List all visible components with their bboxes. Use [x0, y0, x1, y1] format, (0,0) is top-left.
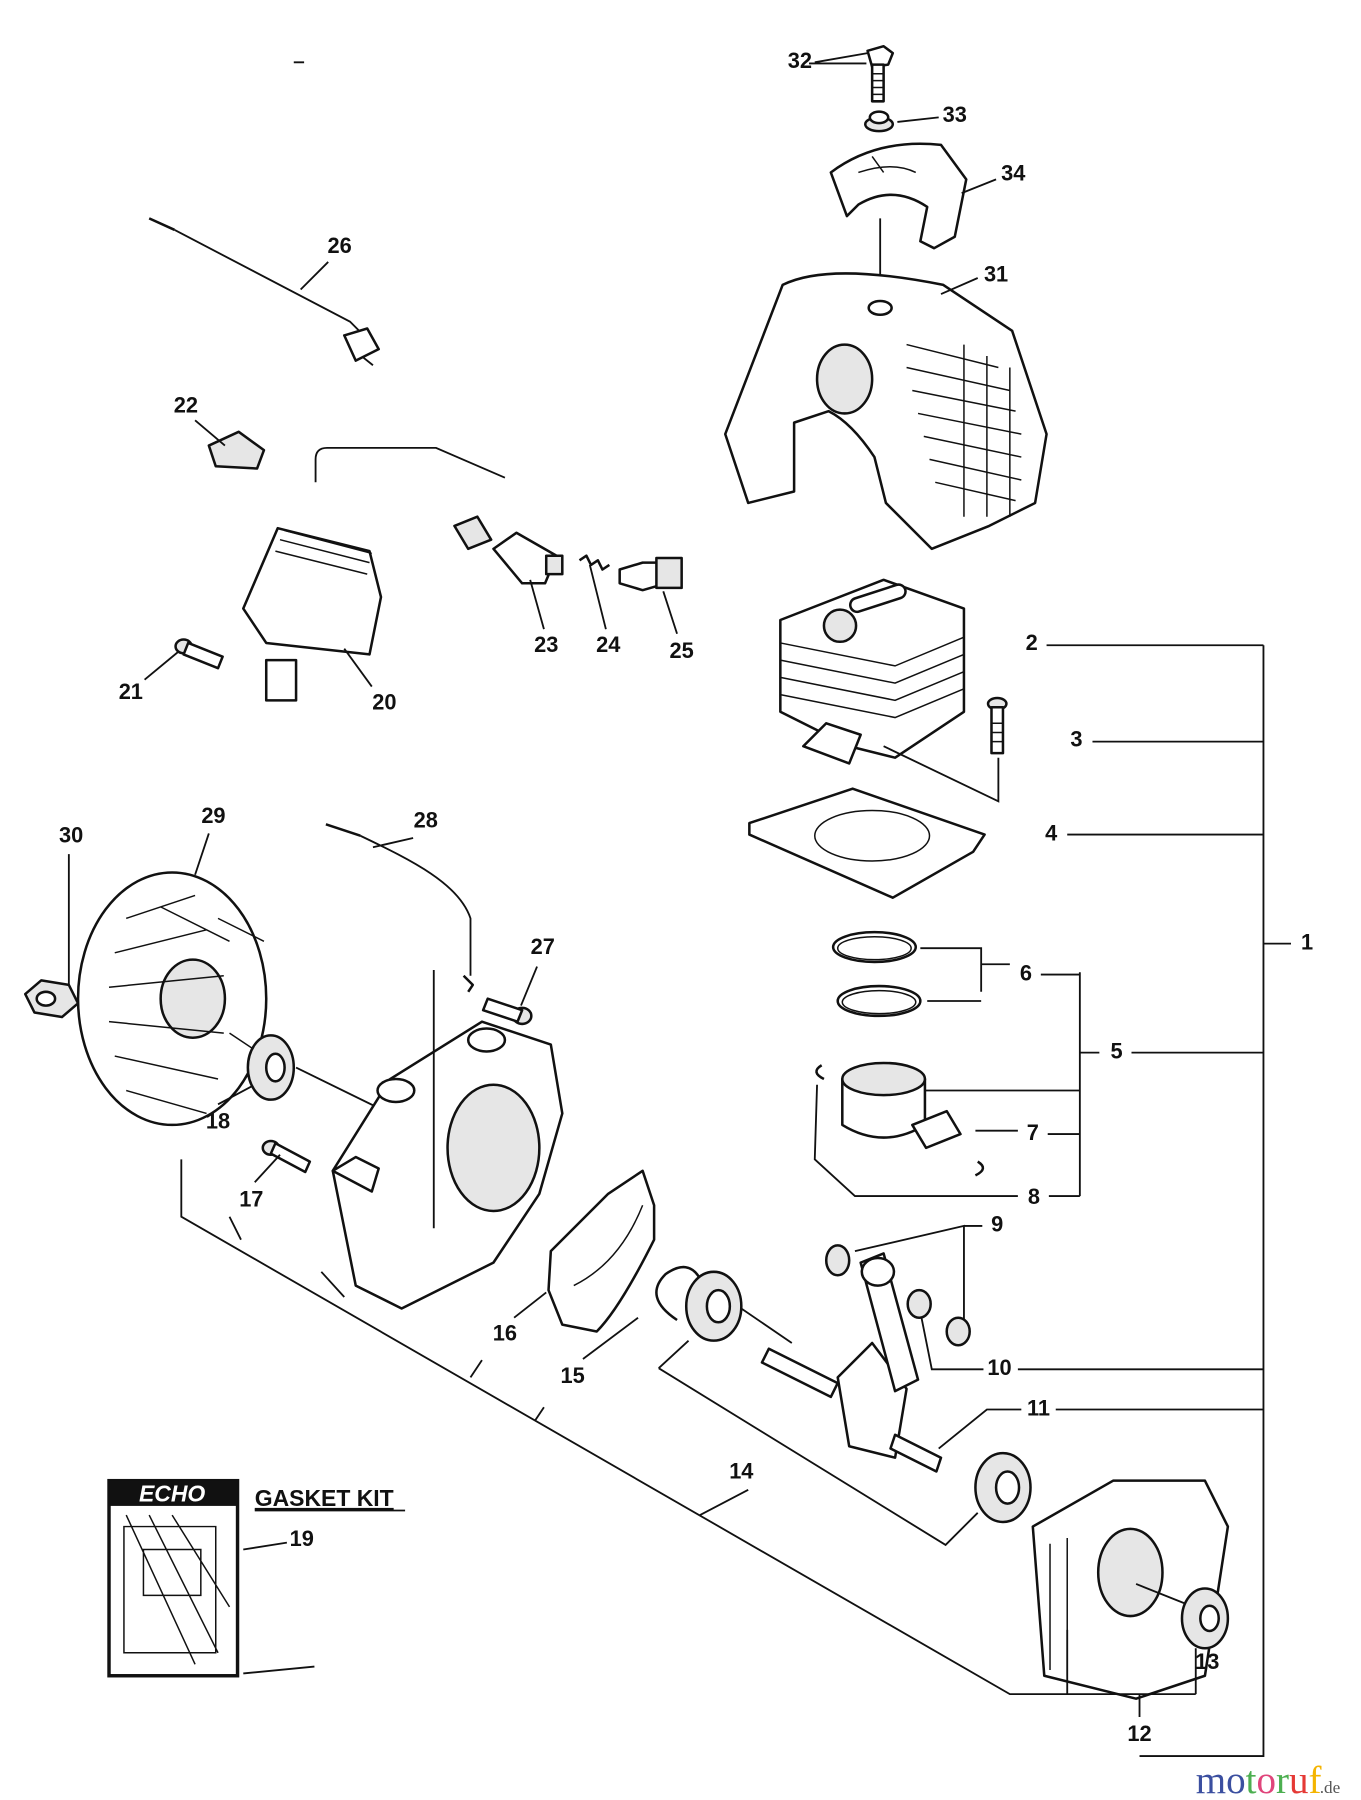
watermark-letter: o	[1226, 1759, 1246, 1800]
watermark-text: motoruf	[1196, 1759, 1322, 1800]
label-19: 19	[290, 1526, 314, 1551]
bolt-32	[866, 44, 895, 103]
spark-plug-25	[618, 556, 683, 592]
screw-27	[481, 997, 533, 1026]
spark-plug-cap-23	[492, 531, 564, 585]
label-5: 5	[1111, 1038, 1123, 1063]
label-17: 17	[239, 1186, 263, 1211]
label-28: 28	[414, 808, 438, 833]
label-33: 33	[943, 102, 967, 127]
label-31: 31	[984, 261, 1008, 286]
piston-7	[841, 1061, 962, 1150]
washer-9b	[945, 1316, 971, 1347]
circlip-15	[655, 1265, 702, 1322]
label-14: 14	[729, 1458, 753, 1483]
label-24: 24	[596, 632, 620, 657]
bolt-3	[986, 696, 1008, 755]
label-7: 7	[1027, 1120, 1039, 1145]
label-13: 13	[1195, 1649, 1219, 1674]
watermark-letter: r	[1276, 1759, 1289, 1800]
watermark-letter: m	[1196, 1759, 1226, 1800]
gasket-kit-title: GASKET KIT	[255, 1485, 394, 1511]
piston-ring-6b	[836, 984, 922, 1018]
watermark-letter: t	[1246, 1759, 1257, 1800]
label-30: 30	[59, 823, 83, 848]
sensor-wire-26	[148, 217, 380, 366]
grommet-22	[207, 430, 266, 470]
label-32: 32	[788, 48, 812, 73]
label-16: 16	[493, 1321, 517, 1346]
leader-lines	[67, 52, 1291, 1757]
bearing-14a	[684, 1270, 743, 1342]
label-18: 18	[206, 1108, 230, 1133]
label-11: 11	[1027, 1395, 1050, 1420]
ignition-coil-20	[242, 446, 506, 702]
watermark-suffix: .de	[1320, 1778, 1341, 1797]
flywheel-29	[76, 871, 268, 1127]
circlip-8b	[974, 1160, 985, 1177]
gasket-kit-19: ECHO GASKET KIT	[107, 1478, 406, 1678]
washer-33	[863, 110, 895, 133]
watermark-letter: f	[1308, 1759, 1321, 1800]
part-labels: 32 33 34 31 26 22 23 24 25 21 20 2 3 4 1…	[59, 48, 1313, 1746]
label-29: 29	[201, 803, 225, 828]
engine-cover-31	[723, 272, 1048, 551]
seal-13	[1180, 1587, 1230, 1650]
label-3: 3	[1070, 726, 1082, 751]
label-12: 12	[1127, 1721, 1151, 1746]
label-21: 21	[119, 679, 143, 704]
bearing-14b	[974, 1451, 1032, 1524]
label-26: 26	[328, 233, 352, 258]
circlip-8a	[815, 1064, 825, 1081]
gasket-16	[547, 1169, 656, 1333]
crankshaft-11	[760, 1252, 943, 1473]
label-4: 4	[1045, 820, 1057, 845]
crankcase-left	[331, 1020, 564, 1310]
seal-18	[246, 1034, 296, 1101]
screw-17	[261, 1139, 312, 1174]
watermark-letter: o	[1256, 1759, 1276, 1800]
piston-ring-6a	[831, 930, 918, 964]
label-1: 1	[1301, 929, 1313, 954]
spring-24	[578, 554, 611, 571]
needle-bearing-10	[906, 1288, 932, 1319]
label-25: 25	[670, 638, 694, 663]
label-22: 22	[174, 392, 198, 417]
label-34: 34	[1001, 161, 1025, 186]
washer-9a	[824, 1244, 851, 1277]
screw-21	[174, 638, 224, 670]
echo-logo: ECHO	[139, 1480, 205, 1506]
wire-28	[325, 823, 475, 993]
label-6: 6	[1020, 960, 1032, 985]
cover-cap-34	[829, 142, 968, 250]
label-20: 20	[372, 690, 396, 715]
label-15: 15	[561, 1363, 585, 1388]
label-23: 23	[534, 632, 558, 657]
label-10: 10	[987, 1355, 1011, 1380]
label-27: 27	[531, 934, 555, 959]
watermark-logo: motoruf .de	[1196, 1759, 1341, 1800]
nut-30	[23, 979, 80, 1019]
cylinder-2	[779, 578, 966, 765]
cylinder-gasket-4	[748, 787, 986, 899]
tube	[453, 515, 493, 551]
label-9: 9	[991, 1212, 1003, 1237]
label-8: 8	[1028, 1184, 1040, 1209]
watermark-letter: u	[1289, 1759, 1309, 1800]
label-2: 2	[1026, 630, 1038, 655]
